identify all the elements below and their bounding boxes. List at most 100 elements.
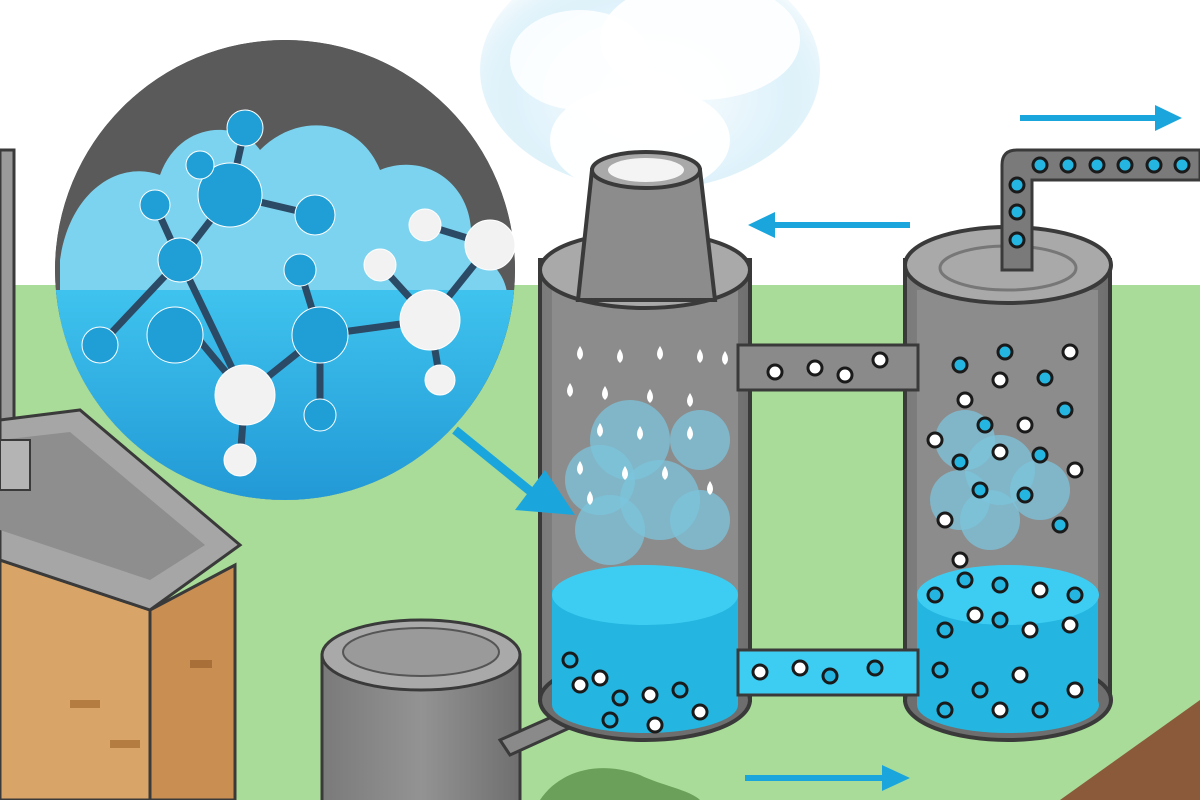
atom-blue xyxy=(81,326,119,364)
co2-bubble-blue xyxy=(971,681,989,699)
co2-bubble-blue xyxy=(991,576,1009,594)
solvent-bubble-white xyxy=(1061,343,1079,361)
molecule-cluster xyxy=(81,109,516,477)
atom-blue xyxy=(291,306,349,364)
co2-bubble-blue xyxy=(1008,176,1026,194)
water-droplet xyxy=(657,346,663,360)
gas-cloud xyxy=(575,495,645,565)
water-droplet xyxy=(687,426,693,440)
atom-white xyxy=(424,364,456,396)
co2-bubble-blue xyxy=(601,711,619,729)
amine-magnifier xyxy=(55,40,516,500)
atom-white xyxy=(464,219,516,271)
flue-gas-arrow xyxy=(748,212,910,238)
atom-white xyxy=(214,364,276,426)
solvent-bubble-white xyxy=(956,391,974,409)
water-droplet xyxy=(577,461,583,475)
solvent-bubble-white xyxy=(936,511,954,529)
co2-bubble-blue xyxy=(821,667,839,685)
droplets xyxy=(567,346,728,505)
atom-white xyxy=(363,248,397,282)
water-droplet xyxy=(697,349,703,363)
solvent-bubble-white xyxy=(751,663,769,681)
solvent-bubble-white xyxy=(1031,581,1049,599)
water-droplet xyxy=(722,351,728,365)
water-droplet xyxy=(662,466,668,480)
co2-bubble-blue xyxy=(971,481,989,499)
gas-cloud xyxy=(670,410,730,470)
solvent-bubble-white xyxy=(1011,666,1029,684)
atom-blue xyxy=(226,109,264,147)
co2-bubble-blue xyxy=(1031,446,1049,464)
water-droplet xyxy=(587,491,593,505)
solvent-bubble-white xyxy=(966,606,984,624)
co2-bubble-blue xyxy=(1008,203,1026,221)
solvent-bubble-white xyxy=(926,431,944,449)
water-droplet xyxy=(577,346,583,360)
solvent-bubble-white xyxy=(1021,621,1039,639)
upper-connector-pipe xyxy=(736,343,920,392)
water-droplet xyxy=(622,466,628,480)
solvent-bubble-white xyxy=(1016,416,1034,434)
co2-bubble-blue xyxy=(1088,156,1106,174)
atom-white xyxy=(399,289,461,351)
atom-blue xyxy=(146,306,204,364)
atom-blue xyxy=(303,398,337,432)
co2-bubble-blue xyxy=(1059,156,1077,174)
gas-cloud xyxy=(960,490,1020,550)
co2-bubble-blue xyxy=(956,571,974,589)
solvent-bubble-white xyxy=(836,366,854,384)
magnifier-pointer-arrow xyxy=(452,426,575,515)
co2-bubble-blue xyxy=(1008,231,1026,249)
solvent-bubble-white xyxy=(691,703,709,721)
co2-bubble-blue xyxy=(1056,401,1074,419)
co2-out-arrow xyxy=(1020,105,1182,131)
co2-bubble-blue xyxy=(951,356,969,374)
co2-bubble-blue xyxy=(936,621,954,639)
co2-bubble-blue xyxy=(1051,516,1069,534)
co2-bubble-blue xyxy=(1145,156,1163,174)
water-droplet xyxy=(687,393,693,407)
co2-bubble-blue xyxy=(996,343,1014,361)
water-droplet xyxy=(617,349,623,363)
co2-bubble-blue xyxy=(1031,701,1049,719)
solvent-bubble-white xyxy=(1066,681,1084,699)
co2-bubble-blue xyxy=(866,659,884,677)
atom-blue xyxy=(185,150,215,180)
co2-bubble-blue xyxy=(1116,156,1134,174)
atom-blue xyxy=(157,237,203,283)
co2-bubble-blue xyxy=(611,689,629,707)
co2-bubble-blue xyxy=(926,586,944,604)
co2-bubble-blue xyxy=(671,681,689,699)
gas-clouds xyxy=(565,400,1070,565)
atom-white xyxy=(408,208,442,242)
soil-edge xyxy=(1060,700,1200,800)
water-droplet xyxy=(602,386,608,400)
co2-bubble-blue xyxy=(1016,486,1034,504)
co2-bubble-blue xyxy=(936,701,954,719)
atom-blue xyxy=(294,194,336,236)
solvent-bubble-white xyxy=(951,551,969,569)
solvent-bubble-white xyxy=(991,371,1009,389)
co2-bubble-blue xyxy=(1036,369,1054,387)
gas-cloud xyxy=(1010,460,1070,520)
water-droplet xyxy=(597,423,603,437)
liquid-transfer-arrow xyxy=(745,765,910,791)
co2-bubble-blue xyxy=(1031,156,1049,174)
water-droplet xyxy=(647,389,653,403)
bush xyxy=(540,768,700,800)
co2-bubble-blue xyxy=(1066,586,1084,604)
solvent-bubble-white xyxy=(991,701,1009,719)
solvent-bubble-white xyxy=(991,443,1009,461)
gas-cloud xyxy=(670,490,730,550)
co2-bubble-blue xyxy=(561,651,579,669)
solvent-bubble-white xyxy=(571,676,589,694)
solvent-bubble-white xyxy=(646,716,664,734)
bubbles xyxy=(561,156,1191,734)
water-droplet xyxy=(707,481,713,495)
solvent-bubble-white xyxy=(641,686,659,704)
co2-bubble-blue xyxy=(976,416,994,434)
co2-bubble-blue xyxy=(951,453,969,471)
solvent-bubble-white xyxy=(806,359,824,377)
